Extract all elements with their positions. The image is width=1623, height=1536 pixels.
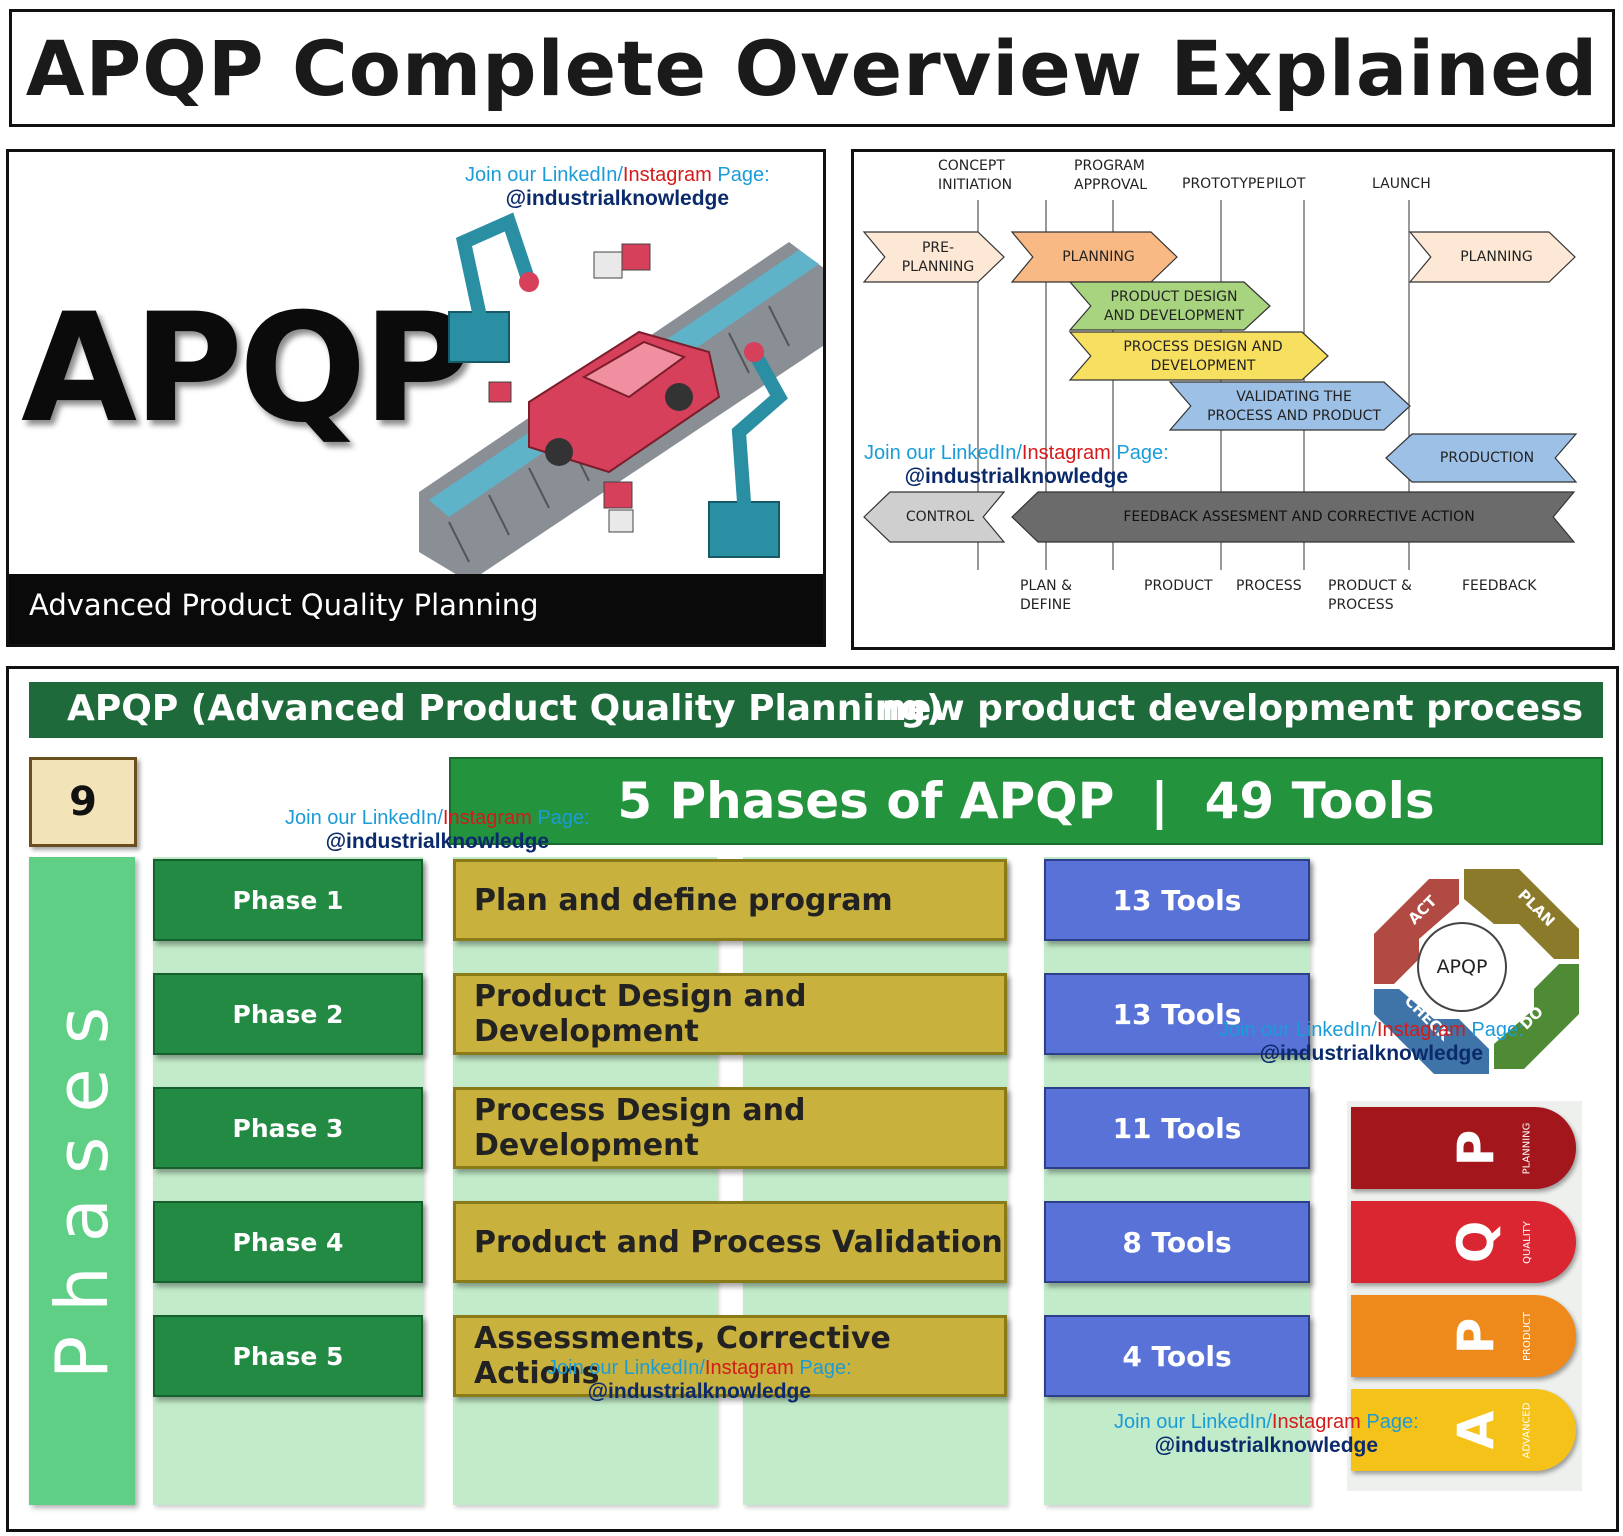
banner-left-text: APQP (Advanced Product Quality Planning) [67, 688, 943, 729]
bar-planning-label: PLANNING [1062, 249, 1135, 265]
bar-control-label: CONTROL [906, 509, 975, 525]
stack-word: PLANNING [1521, 1122, 1533, 1174]
description-column-bg [453, 857, 717, 1505]
bar-control [863, 491, 1006, 543]
phase-4-tools: 8 Tools [1044, 1201, 1310, 1283]
bar-planning-end [1408, 231, 1576, 283]
pdca-cycle: APQP ACT PLAN DO CHECK [1344, 849, 1594, 1089]
banner-right-text: new product development process [881, 688, 1583, 729]
phase-3-tools: 11 Tools [1044, 1087, 1310, 1169]
stack-letter: P [1447, 1129, 1505, 1167]
bar-pre-planning-label: PRE-PLANNING [902, 240, 975, 275]
bar-feedback [1011, 491, 1576, 543]
page-title: APQP Complete Overview Explained [25, 23, 1599, 113]
phase-1-tools: 13 Tools [1044, 859, 1310, 941]
stack-letter: A [1447, 1410, 1505, 1450]
promo-badge: Join our LinkedIn/Instagram Page: @indus… [547, 1357, 852, 1403]
stack-letter: P [1447, 1317, 1505, 1355]
phases-vertical-bar: Phases [29, 857, 135, 1505]
promo-badge: Join our LinkedIn/Instagram Page: @indus… [465, 164, 770, 210]
promo-badge: Join our LinkedIn/Instagram Page: @indus… [1219, 1019, 1524, 1065]
phase-2-description: Product Design and Development [453, 973, 1007, 1055]
stack-word: ADVANCED [1521, 1402, 1533, 1458]
phase-3-description: Process Design and Development [453, 1087, 1007, 1169]
milestone-top-label: LAUNCH [1372, 176, 1431, 192]
pdca-arrows [1374, 869, 1579, 1074]
apqp-full-name: Advanced Product Quality Planning [29, 588, 539, 622]
apqp-letter-stack: P PLANNING Q QUALITY P PRODUCT A ADVANCE… [1347, 1101, 1582, 1491]
phase-3-label: Phase 3 [153, 1087, 423, 1169]
bar-pre-planning [862, 231, 1005, 283]
milestone-bottom-label: PLAN &DEFINE [1020, 578, 1072, 613]
tools-header-separator: | [1150, 772, 1169, 830]
stack-row-quality: Q QUALITY [1351, 1201, 1576, 1283]
phase-5-description: Assessments, Corrective Actions [453, 1315, 1007, 1397]
stack-row-planning: P PLANNING [1351, 1107, 1576, 1189]
stack-row-product: P PRODUCT [1351, 1295, 1576, 1377]
phases-panel: APQP (Advanced Product Quality Planning)… [6, 666, 1619, 1532]
stack-word: QUALITY [1521, 1220, 1533, 1264]
phase-column-bg [153, 857, 423, 1505]
milestone-top-label: PROTOTYPE [1182, 176, 1265, 192]
stack-word: PRODUCT [1521, 1311, 1533, 1361]
bar-product-design [1068, 281, 1271, 331]
stack-letter: Q [1447, 1220, 1505, 1264]
tools-header-right: 49 Tools [1204, 772, 1435, 830]
title-box: APQP Complete Overview Explained [9, 9, 1615, 127]
promo-badge: Join our LinkedIn/Instagram Page: @indus… [1114, 1411, 1419, 1457]
bar-process-design [1068, 331, 1329, 381]
tools-header-left: 5 Phases of APQP [617, 772, 1115, 830]
milestone-bottom-label: FEEDBACK [1462, 578, 1537, 594]
description-column-bg [743, 857, 1007, 1505]
phase-4-label: Phase 4 [153, 1201, 423, 1283]
bar-planning-end-label: PLANNING [1460, 249, 1533, 265]
bar-production [1385, 433, 1578, 483]
tools-header: 5 Phases of APQP | 49 Tools [449, 757, 1603, 845]
milestone-bottom-label: PRODUCT [1144, 578, 1213, 594]
bar-production-label: PRODUCTION [1440, 450, 1534, 466]
bar-validating [1168, 381, 1411, 431]
promo-badge: Join our LinkedIn/Instagram Page: @indus… [285, 807, 590, 853]
stack-row-advanced: A ADVANCED [1351, 1389, 1576, 1471]
phase-1-label: Phase 1 [153, 859, 423, 941]
phase-2-tools: 13 Tools [1044, 973, 1310, 1055]
milestone-bottom-label: PROCESS [1236, 578, 1302, 594]
number-badge: 9 [29, 757, 137, 847]
bar-feedback-label: FEEDBACK ASSESMENT AND CORRECTIVE ACTION [1123, 509, 1474, 525]
tools-column-bg [1044, 857, 1310, 1505]
phases-vertical-label: Phases [40, 982, 124, 1380]
phase-1-description: Plan and define program [453, 859, 1007, 941]
milestone-bottom-label: PRODUCT &PROCESS [1328, 578, 1412, 613]
phase-4-description: Product and Process Validation [453, 1201, 1007, 1283]
phases-banner: APQP (Advanced Product Quality Planning)… [29, 682, 1603, 738]
phase-2-label: Phase 2 [153, 973, 423, 1055]
apqp-cover-panel: APQP Join our LinkedIn/Instagram Page: @… [6, 149, 826, 647]
promo-badge: Join our LinkedIn/Instagram Page: @indus… [864, 442, 1169, 488]
milestone-top-label: PILOT [1266, 176, 1306, 192]
assembly-line-illustration [419, 212, 823, 582]
phase-5-tools: 4 Tools [1044, 1315, 1310, 1397]
caption-bar: Advanced Product Quality Planning [9, 574, 823, 644]
apqp-acronym: APQP [21, 282, 472, 456]
phase-5-label: Phase 5 [153, 1315, 423, 1397]
pdca-center-label: APQP [1417, 922, 1507, 1012]
